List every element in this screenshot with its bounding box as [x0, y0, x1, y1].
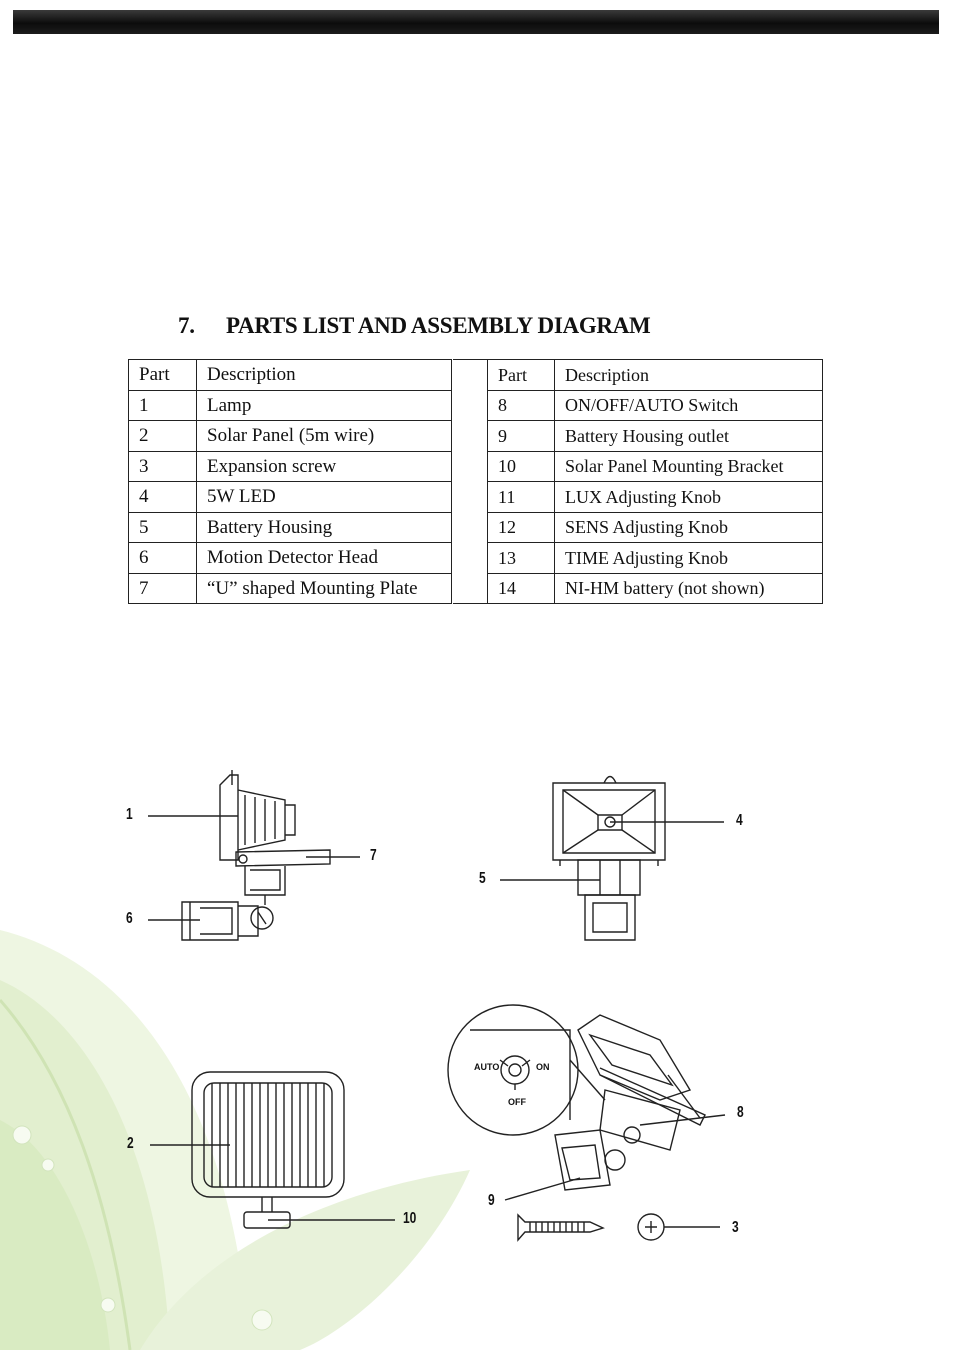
part-description: Lamp: [196, 389, 452, 421]
header-description: Description: [196, 359, 452, 391]
switch-label-on: ON: [536, 1062, 550, 1072]
callout-2: 2: [127, 1135, 134, 1152]
callout-10: 10: [403, 1210, 417, 1227]
callout-1: 1: [126, 806, 133, 823]
part-description: Motion Detector Head: [196, 542, 452, 574]
callout-4: 4: [736, 812, 743, 829]
part-number: 13: [487, 542, 555, 574]
callout-9: 9: [488, 1192, 495, 1209]
header-description: Description: [554, 359, 823, 391]
part-number: 3: [128, 450, 197, 482]
table-header-row: Part Description: [487, 359, 823, 391]
part-number: 4: [128, 481, 197, 513]
part-number: 1: [128, 389, 197, 421]
header-bar: [13, 10, 939, 34]
table-row: 7“U” shaped Mounting Plate: [128, 572, 452, 604]
part-number: 12: [487, 511, 555, 543]
part-description: Expansion screw: [196, 450, 452, 482]
switch-label-off: OFF: [508, 1097, 526, 1107]
screw-drawing: [517, 1213, 665, 1242]
callout-5: 5: [479, 870, 486, 887]
lamp-side-view: [181, 770, 331, 941]
table-gap: [453, 359, 487, 604]
section-heading: 7. PARTS LIST AND ASSEMBLY DIAGRAM: [178, 313, 651, 339]
part-description: 5W LED: [196, 481, 452, 513]
part-number: 7: [128, 572, 197, 604]
lamp-perspective-view: [554, 1014, 706, 1191]
switch-label-auto: AUTO: [474, 1062, 499, 1072]
part-description: LUX Adjusting Knob: [554, 481, 823, 513]
part-description: Solar Panel Mounting Bracket: [554, 450, 823, 482]
table-header-row: Part Description: [128, 359, 452, 391]
part-description: NI-HM battery (not shown): [554, 572, 823, 604]
section-title: PARTS LIST AND ASSEMBLY DIAGRAM: [226, 313, 651, 338]
switch-detail-circle: [447, 1004, 579, 1136]
part-number: 14: [487, 572, 555, 604]
callout-3: 3: [732, 1219, 739, 1236]
solar-panel-drawing: [191, 1071, 345, 1229]
part-description: “U” shaped Mounting Plate: [196, 572, 452, 604]
section-number: 7.: [178, 313, 195, 338]
part-description: Solar Panel (5m wire): [196, 420, 452, 452]
callout-6: 6: [126, 910, 133, 927]
header-part: Part: [128, 359, 197, 391]
part-description: ON/OFF/AUTO Switch: [554, 389, 823, 421]
callout-8: 8: [737, 1104, 744, 1121]
lamp-front-view: [552, 775, 666, 941]
callout-7: 7: [370, 847, 377, 864]
